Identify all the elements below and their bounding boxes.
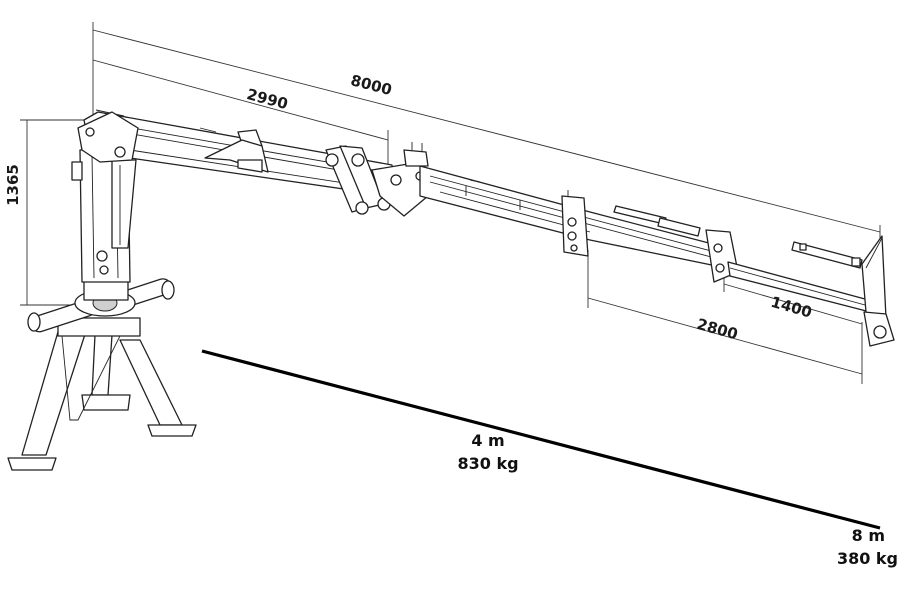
dimension-label-1365: 1365 [4,164,22,206]
load-reach-line [201,349,881,530]
load-near-reach: 4 m [471,431,504,450]
dimension-label-2990: 2990 [245,85,290,113]
crane-stand [7,317,197,471]
inner-boom [77,109,393,197]
load-near-weight: 830 kg [457,454,518,473]
load-far-weight: 380 kg [837,549,898,568]
dimension-label-2800: 2800 [695,315,740,344]
load-far-reach: 8 m [852,526,885,545]
slewing-unit [27,278,175,333]
boom-extension [727,235,895,347]
outer-boom [419,165,739,283]
dimension-label-1400: 1400 [769,293,814,322]
crane-column [71,149,137,283]
dimension-label-8000: 8000 [349,71,394,99]
dimension-1365: 1365 [4,119,92,306]
